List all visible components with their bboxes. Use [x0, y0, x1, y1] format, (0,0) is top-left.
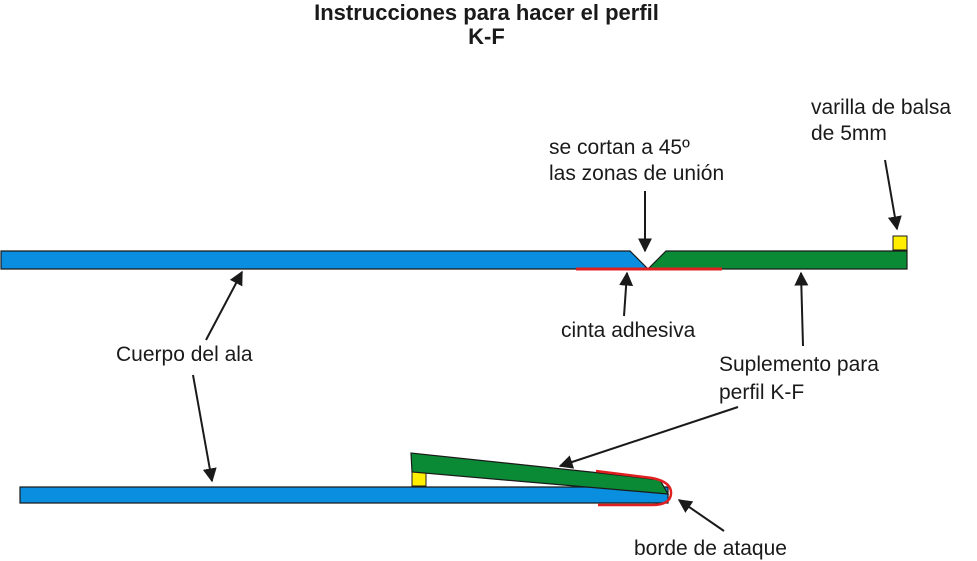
label-varilla-line1: varilla de balsa	[811, 96, 952, 119]
balsa-rod-top	[892, 235, 908, 251]
wing-body-bottom	[19, 486, 669, 504]
supplement-top	[646, 250, 908, 270]
supplement-bottom	[410, 452, 670, 495]
arrow-cinta	[619, 271, 634, 317]
diagram-title: Instrucciones para hacer el perfil	[314, 0, 659, 25]
label-cuerpo: Cuerpo del ala	[116, 343, 253, 366]
wing-body-top	[0, 250, 650, 270]
arrow-cuerpo-bottom	[192, 374, 217, 483]
label-corte-line2: las zonas de unión	[549, 162, 725, 185]
arrow-cuerpo-top	[205, 270, 243, 341]
label-corte-line1: se cortan a 45º	[549, 136, 690, 159]
label-cinta: cinta adhesiva	[561, 319, 696, 342]
diagram-title-line2: K-F	[468, 24, 505, 49]
label-suplemento-line2: perfil K-F	[719, 381, 805, 404]
label-varilla-line2: de 5mm	[811, 122, 887, 145]
arrow-varilla	[884, 159, 902, 231]
arrow-borde	[677, 499, 725, 532]
label-suplemento-line1: Suplemento para	[719, 353, 879, 376]
arrow-suplemento-bottom	[558, 406, 739, 469]
balsa-rod-bottom	[411, 471, 427, 487]
arrow-suplemento-top	[794, 271, 809, 347]
tape-leading-edge	[595, 469, 673, 507]
label-borde: borde de ataque	[634, 537, 787, 560]
